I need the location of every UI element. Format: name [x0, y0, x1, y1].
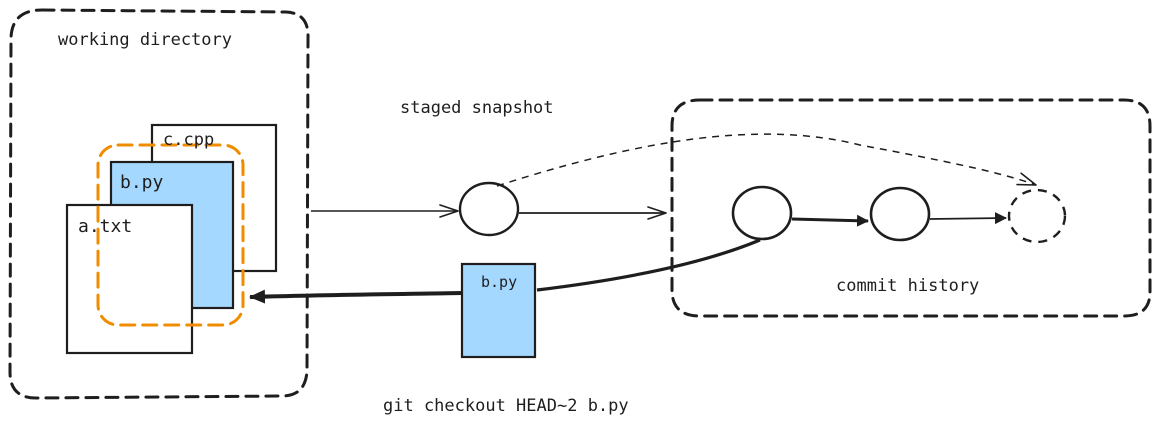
working-directory-label: working directory	[58, 30, 232, 50]
commit-node-1	[731, 185, 793, 241]
arrow-commit-1-to-2	[791, 214, 869, 227]
restored-file-b-py-label: b.py	[481, 273, 518, 291]
arrow-restored-to-working	[249, 289, 463, 304]
file-c-cpp-label: c.cpp	[163, 130, 215, 150]
file-a-txt	[65, 203, 194, 355]
commit-history-label: commit history	[836, 276, 980, 296]
arrow-commit-to-restored-file	[536, 238, 761, 292]
working-directory-container	[8, 8, 310, 400]
arrow-staged-to-next-commit	[496, 133, 1037, 187]
restored-file-highlight	[96, 143, 245, 327]
command-label: git checkout HEAD~2 b.py	[383, 396, 629, 416]
arrow-commit-2-to-pending	[929, 212, 1007, 225]
staged-snapshot-label: staged snapshot	[400, 98, 554, 118]
file-a-txt-label: a.txt	[78, 216, 133, 237]
commit-node-pending	[1007, 188, 1067, 244]
file-b-py-label: b.py	[120, 172, 164, 193]
commit-history-container	[670, 98, 1152, 318]
staged-snapshot-node	[458, 181, 520, 237]
commit-node-2	[869, 186, 931, 242]
restored-file-b-py	[460, 262, 537, 359]
